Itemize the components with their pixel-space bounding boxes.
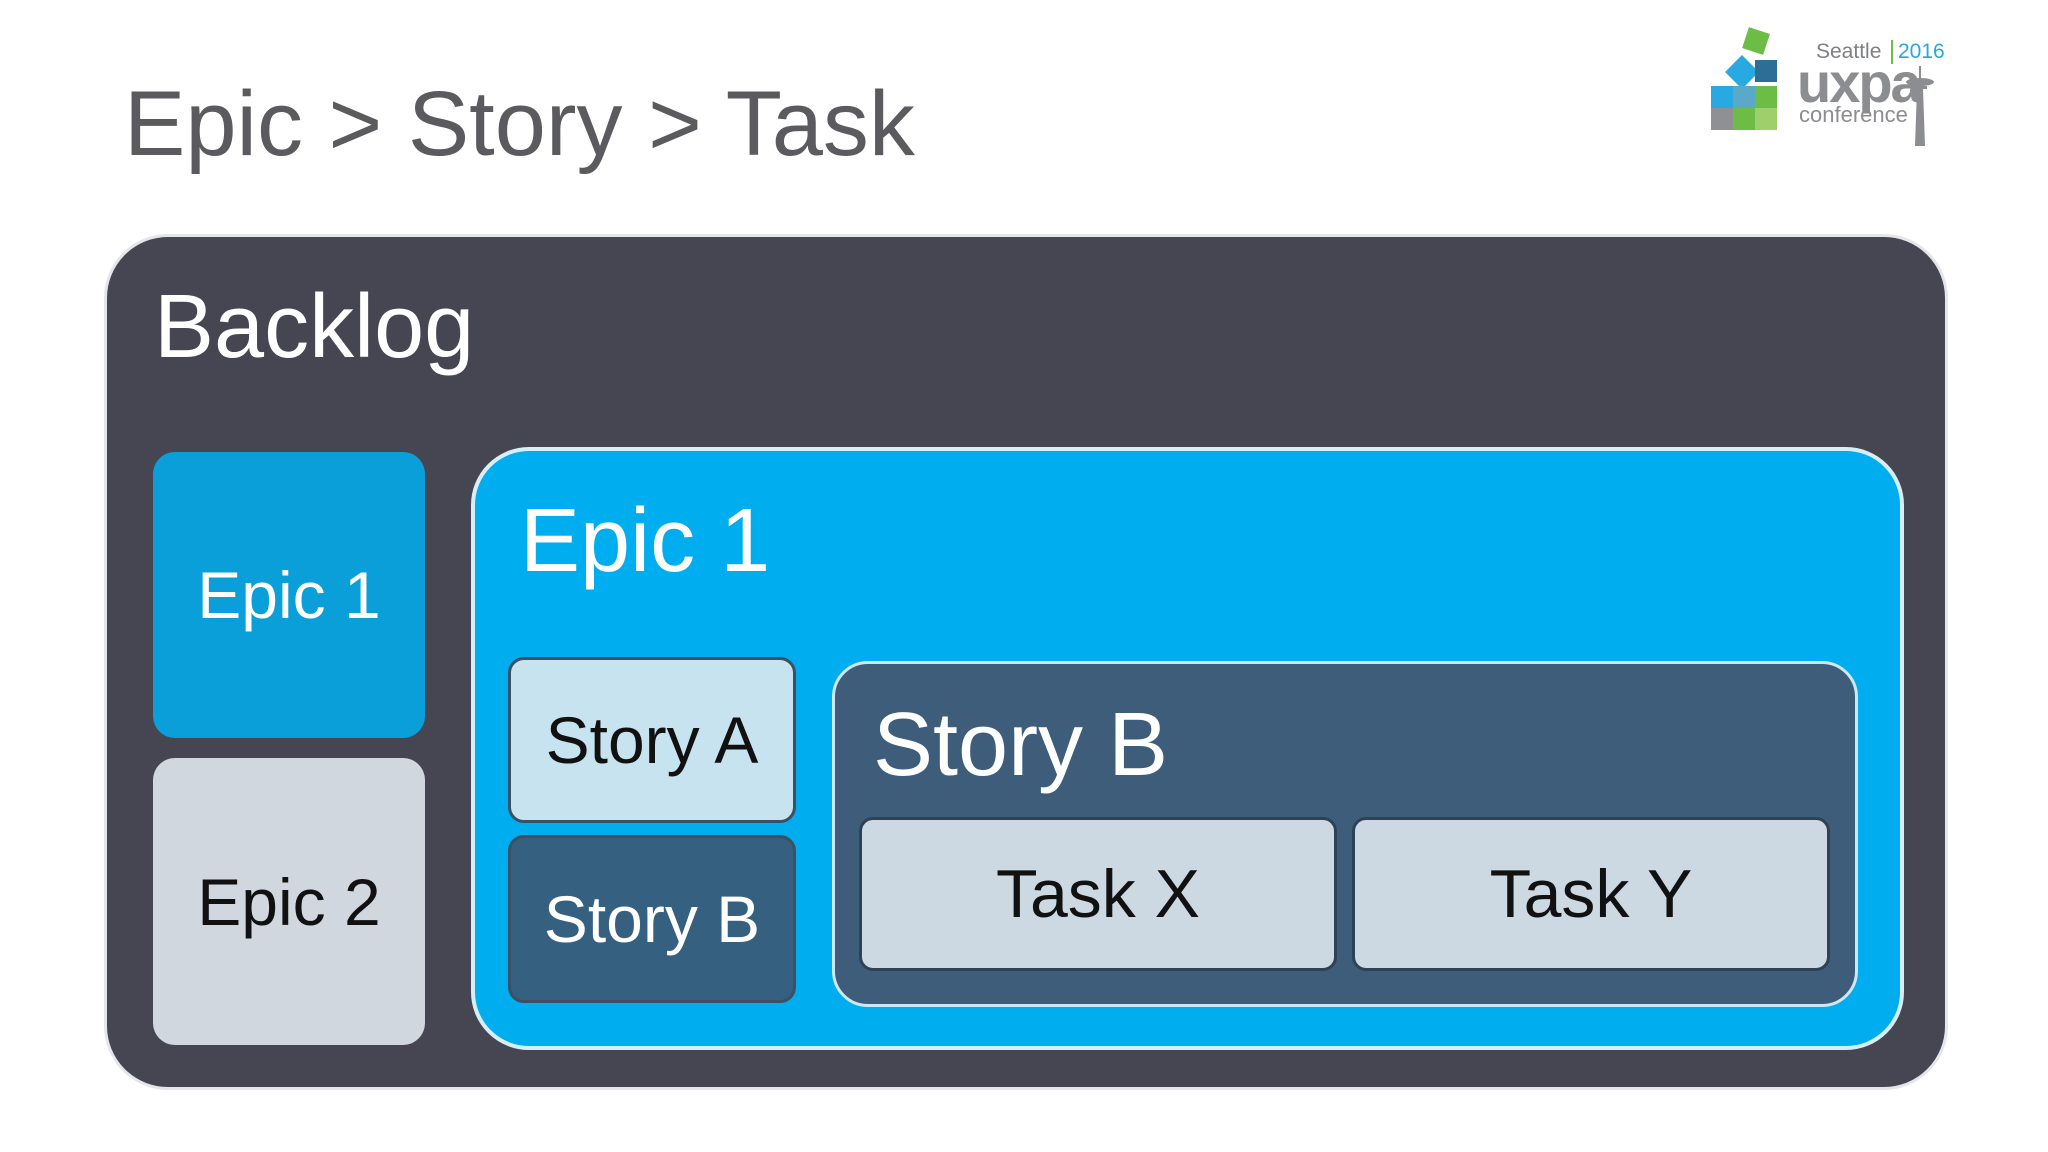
logo-wordmark: uxpa (1797, 51, 1922, 114)
slide-title: Epic > Story > Task (124, 73, 915, 175)
epic-2-card[interactable]: Epic 2 (153, 758, 425, 1045)
space-needle-icon (1906, 66, 1934, 146)
epic-panel-title: Epic 1 (520, 491, 771, 591)
logo-tagline: conference (1799, 102, 1908, 127)
epic-1-card[interactable]: Epic 1 (153, 452, 425, 738)
task-x-card[interactable]: Task X (859, 817, 1337, 971)
logo-city: Seattle (1816, 40, 1882, 63)
story-panel-title: Story B (873, 695, 1169, 795)
task-y-card[interactable]: Task Y (1352, 817, 1830, 971)
cube-mark-icon (1711, 27, 1777, 130)
logo-year: 2016 (1898, 40, 1945, 63)
logo-divider (1891, 40, 1893, 64)
uxpa-logo: Seattle 2016 uxpa conference (1705, 26, 1955, 146)
backlog-title: Backlog (154, 277, 475, 377)
story-b-card[interactable]: Story B (508, 835, 796, 1003)
story-a-card[interactable]: Story A (508, 657, 796, 823)
